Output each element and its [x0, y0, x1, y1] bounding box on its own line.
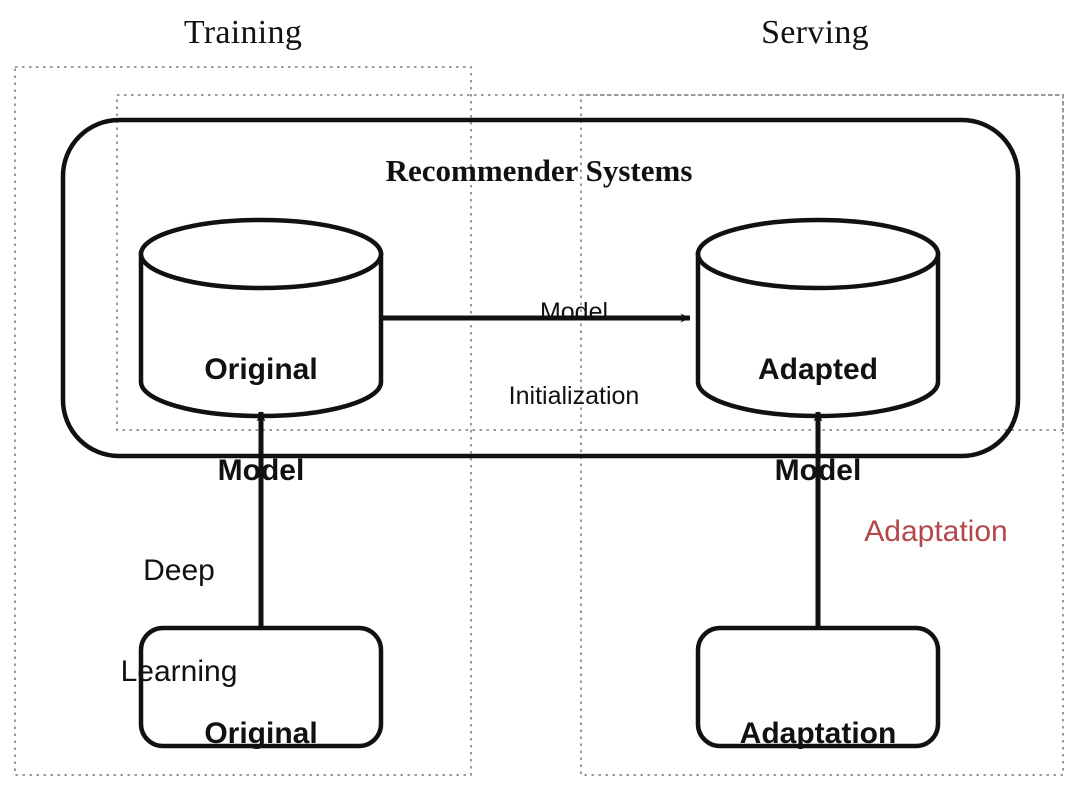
- adapted-model-label: Adapted Model: [698, 286, 938, 555]
- training-group-label: Training: [183, 14, 303, 51]
- adaptation-label: Adaptation: [864, 515, 1008, 548]
- model-initialization-label-line2: Initialization: [508, 382, 640, 410]
- deep-learning-label: Deep Learning: [104, 487, 254, 756]
- original-model-label-line1: Original: [204, 353, 318, 387]
- model-region-boundary: [116, 94, 1064, 431]
- model-initialization-label-line1: Model: [539, 298, 609, 326]
- adapted-model-cylinder: [695, 217, 941, 419]
- original-model-cylinder: [138, 217, 384, 419]
- deep-learning-label-line2: Learning: [120, 654, 238, 688]
- original-model-label-line2: Model: [217, 453, 305, 487]
- training-group-boundary: [14, 66, 472, 776]
- adapted-model-label-line2: Model: [774, 453, 862, 487]
- original-dataset-label-line1: Original: [204, 717, 318, 751]
- serving-group-label: Serving: [761, 14, 869, 51]
- adaptation-dataset-label-line1: Adaptation: [739, 717, 897, 751]
- model-initialization-label: Model Initialization: [444, 242, 704, 466]
- adaptation-dataset-label: Adaptation Dataset: [693, 650, 943, 789]
- recommender-systems-panel: [60, 117, 1021, 459]
- original-dataset-label: Original Dataset: [141, 650, 381, 789]
- deep-learning-label-line1: Deep: [143, 554, 215, 588]
- original-model-label: Original Model: [141, 286, 381, 555]
- recommender-systems-title: Recommender Systems: [385, 153, 693, 188]
- adapted-model-label-line1: Adapted: [758, 353, 878, 387]
